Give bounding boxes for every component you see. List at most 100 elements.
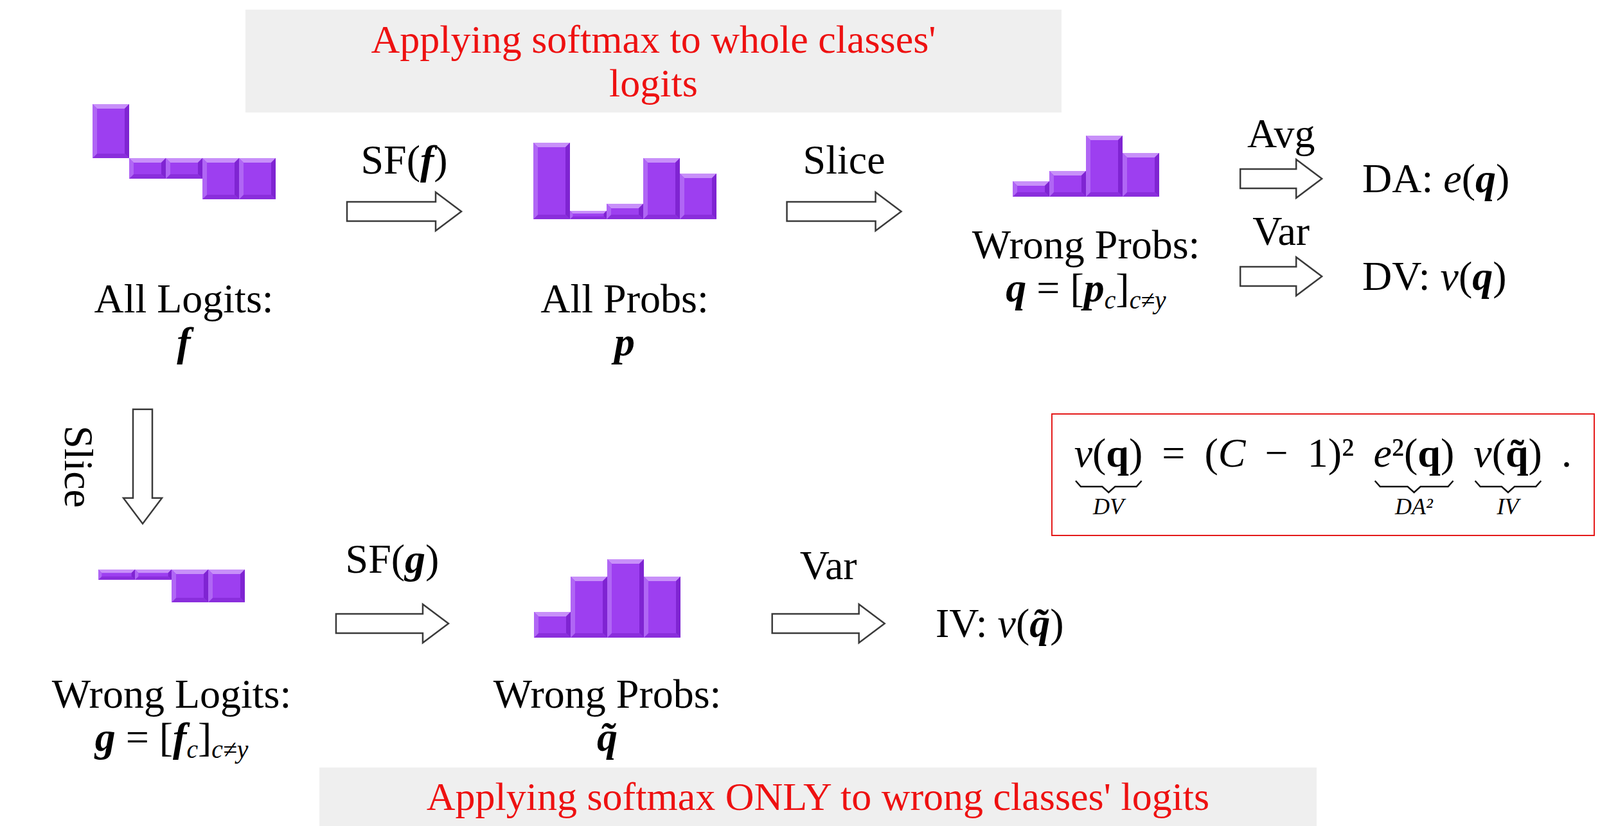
block-arrow	[346, 192, 462, 231]
arrow-label-holder: Slice	[56, 425, 100, 508]
math-run: c≠y	[211, 735, 249, 764]
math-run: v	[997, 600, 1016, 646]
arrow-label: SF(g)	[345, 537, 440, 581]
axis-label: Wrong Logits:	[52, 672, 292, 716]
underbrace	[1075, 480, 1142, 493]
bar-chart	[533, 142, 717, 220]
chart-group: All Logits:f	[92, 104, 276, 364]
math-run: p	[614, 318, 635, 365]
brace-group: v(q)	[1074, 429, 1144, 476]
math-run: c≠y	[1129, 285, 1167, 315]
arrow-label: Slice	[803, 138, 886, 182]
bar	[643, 158, 680, 220]
bar	[570, 576, 608, 638]
chart-group: All Probs:p	[533, 142, 717, 364]
result-text: DA: e(q)	[1362, 156, 1510, 200]
math-run: f	[176, 318, 191, 365]
arrow-label: SF(f)	[360, 138, 448, 182]
bar	[1122, 152, 1160, 197]
note-band: Applying softmax ONLY to wrong classes' …	[319, 767, 1317, 826]
math-run: e	[1443, 155, 1462, 202]
math-run: q	[1475, 155, 1496, 202]
math-run: v	[1074, 429, 1093, 476]
math-run: q	[1472, 253, 1493, 299]
band-text: Applying softmax ONLY to wrong classes' …	[426, 774, 1210, 818]
block-arrow	[336, 604, 449, 643]
underbrace	[1374, 480, 1453, 493]
brace-label: DV	[1093, 494, 1124, 520]
math-run: C	[1218, 429, 1246, 476]
axis-label: Wrong Probs:	[493, 672, 722, 716]
bar	[607, 559, 644, 638]
math-run: q̃	[596, 713, 618, 760]
formula-text: v(q) = (C − 1)² e²(q) v(q̃) .	[1074, 428, 1572, 479]
axis-label: All Probs:	[540, 276, 709, 320]
math-run: v	[1473, 429, 1492, 476]
bar	[533, 611, 571, 638]
bar	[98, 569, 135, 580]
math-symbol: q̃	[596, 715, 618, 759]
formula-box: v(q) = (C − 1)² e²(q) v(q̃) . DV DA² IV	[1051, 413, 1595, 536]
bar	[134, 569, 172, 580]
result-label: DV: v(q)	[1362, 254, 1507, 298]
math-run: g	[95, 713, 116, 760]
bar	[533, 142, 570, 220]
bar	[208, 569, 245, 603]
bar-chart	[98, 569, 245, 603]
math-run: q	[1005, 264, 1027, 311]
bar	[202, 158, 240, 200]
band-text: Applying softmax to whole classes' logit…	[345, 17, 962, 105]
chart-group: Wrong Probs:q̃	[493, 559, 722, 759]
block-arrow	[1240, 257, 1322, 296]
math-run: f	[172, 713, 187, 760]
brace-group: v(q̃)	[1473, 429, 1543, 476]
math-run: c	[186, 735, 198, 764]
math-symbol: q = [pc]c≠y	[1005, 266, 1166, 315]
bar	[171, 569, 209, 603]
arrow-label-holder: SF(f)	[360, 138, 448, 182]
math-run: v	[1440, 253, 1458, 299]
brace-label-holder: DV	[1093, 494, 1124, 520]
math-run: q̃	[1029, 600, 1050, 646]
bar	[643, 576, 681, 638]
underbrace	[1474, 480, 1541, 493]
arrow-label: Slice	[56, 425, 100, 508]
math-run: q	[1417, 429, 1441, 476]
brace-label-holder: DA²	[1395, 494, 1433, 520]
bar	[129, 158, 166, 179]
bar-chart	[92, 104, 276, 200]
math-run: p	[1084, 264, 1105, 311]
axis-label: Wrong Probs:	[972, 222, 1201, 267]
bar	[1049, 170, 1086, 197]
result-label: IV: v(q̃)	[935, 601, 1065, 645]
math-run: f	[420, 136, 434, 183]
bar	[92, 104, 130, 159]
arrow-label: Var	[800, 543, 858, 587]
brace-group: e²(q)	[1373, 429, 1455, 476]
chart-group: Wrong Logits:g = [fc]c≠y	[52, 569, 292, 764]
math-symbol: p	[614, 320, 635, 364]
bar	[1085, 135, 1123, 197]
arrow-label-holder: Avg	[1247, 111, 1315, 155]
math-run: e	[1373, 429, 1392, 476]
brace-label-holder: IV	[1497, 494, 1520, 520]
result-text: DV: v(q)	[1362, 254, 1507, 298]
brace-zone: DV DA² IV	[1074, 478, 1572, 527]
brace-label: DA²	[1395, 494, 1433, 520]
block-arrow	[772, 604, 885, 643]
title-band: Applying softmax to whole classes' logit…	[245, 9, 1062, 113]
math-run: c	[1104, 285, 1117, 315]
bar	[569, 210, 607, 220]
arrow-label: Var	[1252, 209, 1310, 253]
math-symbol: g = [fc]c≠y	[95, 715, 249, 764]
block-arrow	[787, 192, 902, 231]
block-arrow	[1240, 159, 1322, 198]
bar	[239, 158, 276, 200]
bar	[1012, 181, 1050, 197]
brace-label: IV	[1497, 494, 1520, 520]
math-run: q̃	[1505, 429, 1529, 476]
chart-group: Wrong Probs:q = [pc]c≠y	[972, 135, 1201, 315]
result-text: IV: v(q̃)	[935, 601, 1065, 645]
block-arrow	[123, 409, 162, 524]
